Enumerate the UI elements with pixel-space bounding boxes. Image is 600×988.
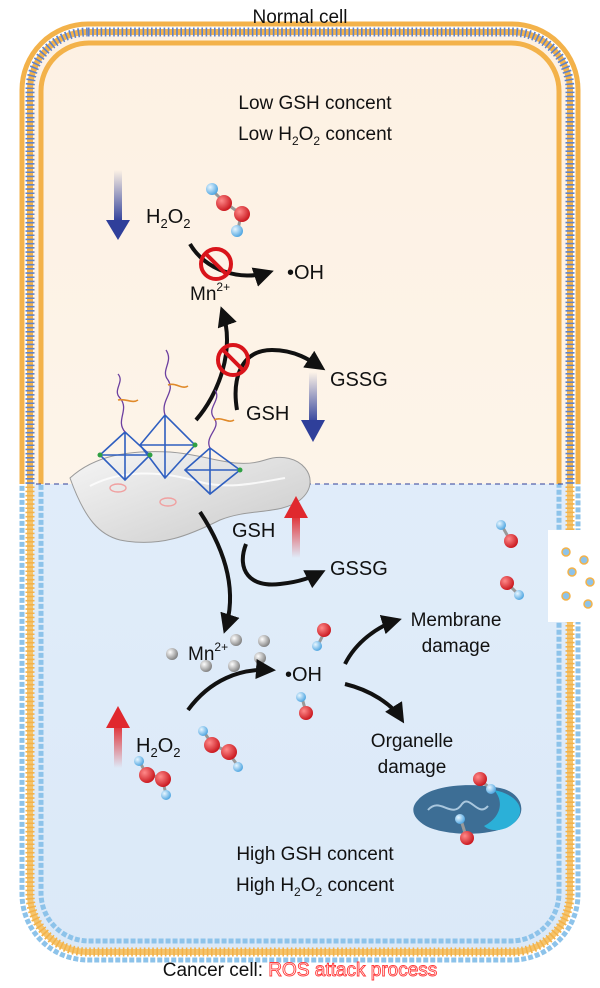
oh-radical-molecule <box>296 623 331 720</box>
cancer-gssg-label: GSSG <box>330 558 388 580</box>
organelle-damage-label-1: Organelle <box>371 731 453 752</box>
cancer-release-mn-arrow <box>198 510 240 634</box>
caption-prefix: Cancer cell: <box>163 960 269 981</box>
decrease-arrow-gsh <box>301 372 325 442</box>
normal-oh-label: •OH <box>287 262 324 284</box>
cancer-cell-membrane <box>19 484 581 963</box>
cancer-oh-label: •OH <box>285 664 322 686</box>
cancer-cell-region <box>30 484 570 952</box>
decrease-arrow-h2o2 <box>106 170 130 240</box>
gsh-consumption-arrow-blocked <box>233 347 326 411</box>
oh-radical-near-mito <box>455 772 496 845</box>
mn-ion-cluster <box>166 634 270 672</box>
mitochondrion <box>413 785 522 834</box>
normal-cell-title: Normal cell <box>252 7 347 28</box>
caption-highlight: ROS attack process <box>268 960 437 981</box>
organelle-damage-arrow <box>344 682 405 724</box>
membrane-damage-arrow <box>343 615 402 665</box>
normal-h2o2-level: Low H2O2 concent <box>238 124 393 148</box>
cancer-gsh-label: GSH <box>232 520 275 542</box>
fenton-arrow-active <box>186 659 276 712</box>
increase-arrow-gsh <box>284 496 308 558</box>
membrane-rupture <box>548 530 588 622</box>
normal-mn-label: Mn2+ <box>190 280 230 305</box>
normal-cell-membrane <box>19 21 581 484</box>
normal-h2o2-label: H2O2 <box>146 206 190 231</box>
normal-gssg-label: GSSG <box>330 369 388 391</box>
caption: Cancer cell: ROS attack process <box>163 960 438 981</box>
organelle-damage-label-2: damage <box>378 757 447 778</box>
cancer-mn-label: Mn2+ <box>188 640 228 665</box>
normal-gsh-label: GSH <box>246 403 289 425</box>
increase-arrow-h2o2 <box>106 706 130 768</box>
membrane-damage-label-2: damage <box>422 636 491 657</box>
cancer-gsh-consumption-arrow <box>240 543 326 589</box>
h2o2-molecules-cancer <box>134 726 243 800</box>
cancer-h2o2-level: High H2O2 concent <box>236 875 395 899</box>
cancer-gsh-level: High GSH concent <box>236 844 394 865</box>
h2o2-molecule-top <box>206 183 250 237</box>
prohibit-icon-gsh <box>216 343 250 377</box>
nanosheet-carrier <box>69 349 311 543</box>
prohibit-icon <box>199 247 233 281</box>
normal-gsh-level: Low GSH concent <box>238 93 392 114</box>
cancer-h2o2-label: H2O2 <box>136 735 180 760</box>
oh-radical-near-membrane <box>496 520 524 600</box>
membrane-fragments <box>561 547 595 609</box>
membrane-damage-label-1: Membrane <box>411 610 502 631</box>
